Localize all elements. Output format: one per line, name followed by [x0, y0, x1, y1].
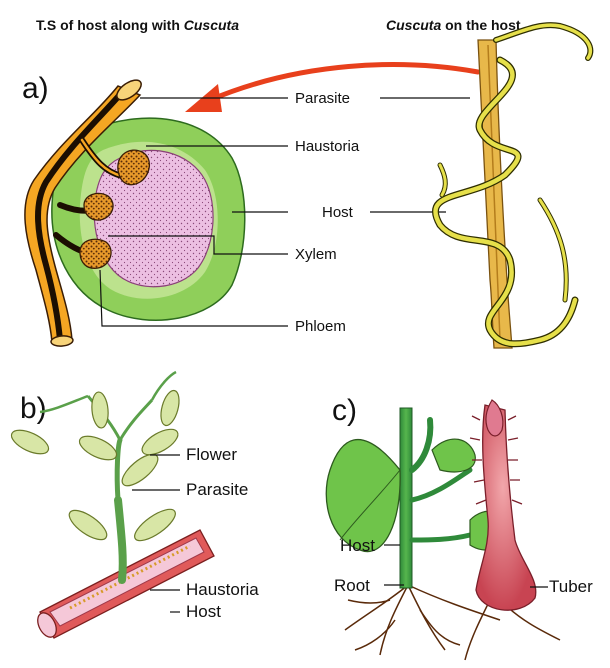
label-a-host: Host — [322, 204, 354, 221]
label-a-phloem: Phloem — [295, 318, 346, 335]
label-b-haustoria: Haustoria — [186, 580, 259, 599]
label-a-parasite: Parasite — [295, 90, 350, 107]
label-a-xylem: Xylem — [295, 246, 337, 263]
panel-c-illustration — [326, 400, 560, 660]
label-a-haustoria: Haustoria — [295, 138, 360, 155]
panel-label-a: a) — [22, 72, 49, 105]
header-right: Cuscuta on the host — [386, 17, 521, 33]
header-left-main: T.S of host along with — [36, 17, 184, 33]
header-right-italic: Cuscuta — [386, 17, 441, 33]
label-c-root: Root — [334, 576, 370, 595]
header-left-italic: Cuscuta — [184, 17, 239, 33]
label-c-tuber: Tuber — [549, 577, 593, 596]
label-b-parasite: Parasite — [186, 480, 248, 499]
cuscuta-on-host-illustration — [435, 25, 590, 348]
label-b-host: Host — [186, 602, 221, 621]
label-b-flower: Flower — [186, 445, 237, 464]
header-left: T.S of host along with Cuscuta — [36, 17, 239, 33]
panel-label-b: b) — [20, 392, 47, 425]
panel-label-c: c) — [332, 394, 357, 427]
label-c-host: Host — [340, 536, 375, 555]
header-right-main: on the host — [441, 17, 521, 33]
